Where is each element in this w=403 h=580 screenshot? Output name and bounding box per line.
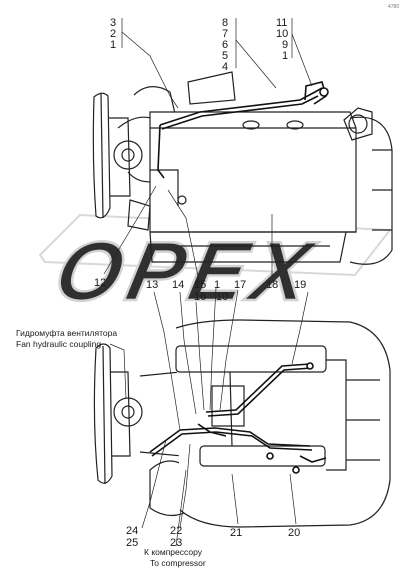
label-1-top: 1 [282, 50, 288, 62]
engine-plan-view [93, 319, 391, 528]
callout-labels: 3 2 1 8 7 6 5 4 11 10 9 1 12 13 14 15 16… [94, 17, 306, 549]
label-4: 4 [222, 61, 228, 73]
label-11: 11 [276, 17, 287, 29]
label-25: 25 [126, 537, 138, 549]
label-16: 16 [194, 291, 206, 303]
label-1: 1 [110, 39, 116, 51]
label-22: 22 [170, 525, 182, 537]
label-23: 23 [170, 537, 182, 549]
label-18: 18 [266, 279, 278, 291]
label-20: 20 [288, 527, 300, 539]
caption-fan-coupling-ru: Гидромуфта вентилятора [16, 328, 117, 338]
corner-mark: 4780 [388, 4, 399, 10]
label-21: 21 [230, 527, 242, 539]
label-1-mid: 1 [214, 279, 220, 291]
engine-side-view [92, 71, 393, 265]
label-10-top: 10 [276, 28, 288, 40]
label-10-mid: 10 [216, 291, 228, 303]
label-6: 6 [222, 39, 228, 51]
label-13: 13 [146, 279, 158, 291]
label-14: 14 [172, 279, 184, 291]
oil-pipe-top [157, 81, 329, 179]
caption-compressor-ru: К компрессору [144, 547, 203, 557]
label-8: 8 [222, 17, 228, 29]
label-24: 24 [126, 525, 138, 537]
caption-compressor-en: To compressor [150, 558, 206, 568]
caption-fan-coupling-en: Fan hydraulic coupling [16, 339, 101, 349]
label-7: 7 [222, 28, 228, 40]
label-15: 15 [194, 279, 206, 291]
label-17: 17 [234, 279, 246, 291]
captions: Гидромуфта вентилятора Fan hydraulic cou… [16, 328, 206, 568]
label-12: 12 [94, 277, 106, 289]
label-3: 3 [110, 17, 116, 29]
label-19: 19 [294, 279, 306, 291]
label-5: 5 [222, 50, 228, 62]
watermark: OPEX [38, 213, 392, 319]
leader-lines [103, 18, 313, 547]
label-2: 2 [110, 28, 116, 40]
watermark-text: OPEX [47, 224, 324, 318]
label-9: 9 [282, 39, 288, 51]
oil-pipe-bottom [149, 362, 327, 474]
